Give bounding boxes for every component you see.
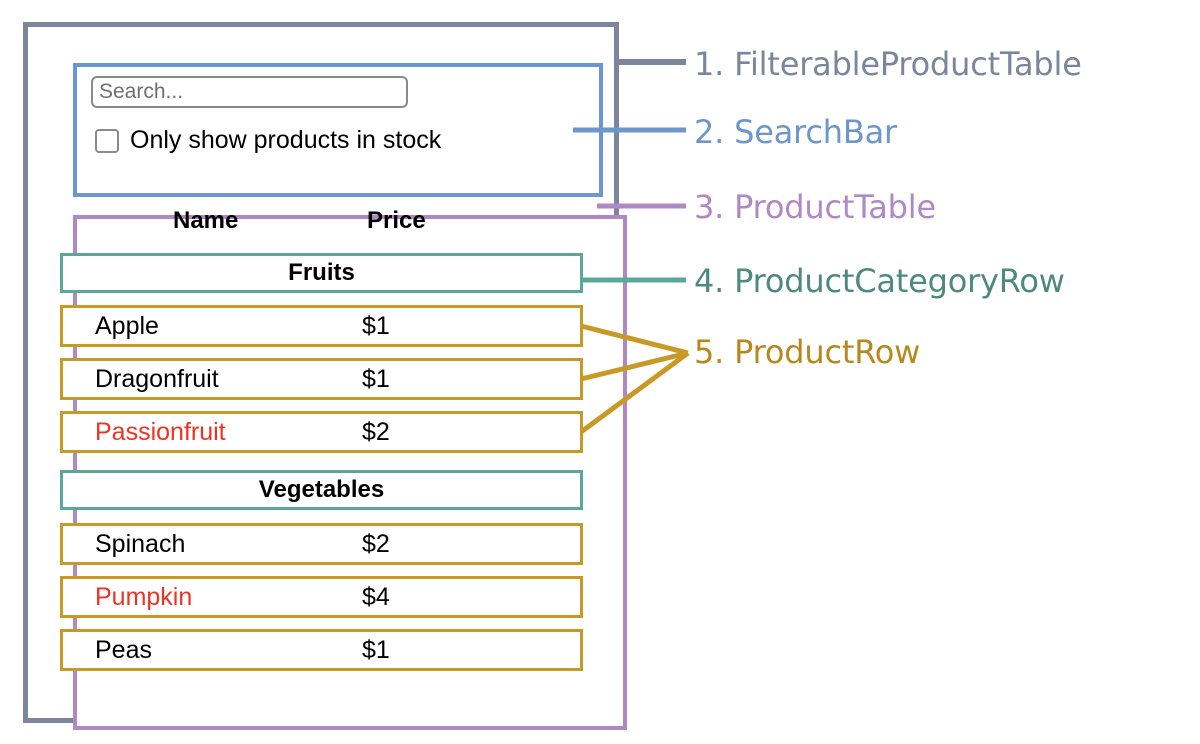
product-row-apple: Apple $1 (60, 305, 583, 347)
product-table-header: Name Price (60, 200, 583, 242)
legend-item-search-bar: 2. SearchBar (694, 113, 897, 151)
product-row-pumpkin: Pumpkin $4 (60, 576, 583, 618)
product-name: Apple (95, 312, 159, 340)
column-header-name: Name (173, 207, 239, 234)
product-row-peas: Peas $1 (60, 629, 583, 671)
product-price: $1 (362, 636, 390, 664)
product-price: $2 (362, 418, 390, 446)
product-price: $2 (362, 530, 390, 558)
search-input[interactable] (91, 76, 408, 108)
product-category-row-fruits: Fruits (60, 253, 583, 293)
legend-item-product-category-row: 4. ProductCategoryRow (694, 262, 1065, 300)
in-stock-checkbox-label: Only show products in stock (130, 126, 442, 154)
legend-item-product-row: 5. ProductRow (694, 333, 921, 371)
product-name: Passionfruit (95, 418, 226, 446)
in-stock-filter-row[interactable]: Only show products in stock (95, 128, 441, 153)
product-name: Pumpkin (95, 583, 193, 611)
legend-item-product-table: 3. ProductTable (694, 188, 936, 226)
product-name: Spinach (95, 530, 186, 558)
product-row-passionfruit: Passionfruit $2 (60, 411, 583, 453)
legend-item-filterable-product-table: 1. FilterableProductTable (694, 45, 1082, 83)
product-category-row-vegetables: Vegetables (60, 470, 583, 510)
product-row-spinach: Spinach $2 (60, 523, 583, 565)
product-price: $4 (362, 583, 390, 611)
category-label: Vegetables (258, 476, 385, 503)
product-price: $1 (362, 365, 390, 393)
product-price: $1 (362, 312, 390, 340)
in-stock-checkbox[interactable] (95, 128, 119, 153)
product-row-dragonfruit: Dragonfruit $1 (60, 358, 583, 400)
product-name: Peas (95, 636, 152, 664)
product-name: Dragonfruit (95, 365, 219, 393)
column-header-price: Price (367, 207, 426, 234)
category-label: Fruits (288, 259, 355, 286)
